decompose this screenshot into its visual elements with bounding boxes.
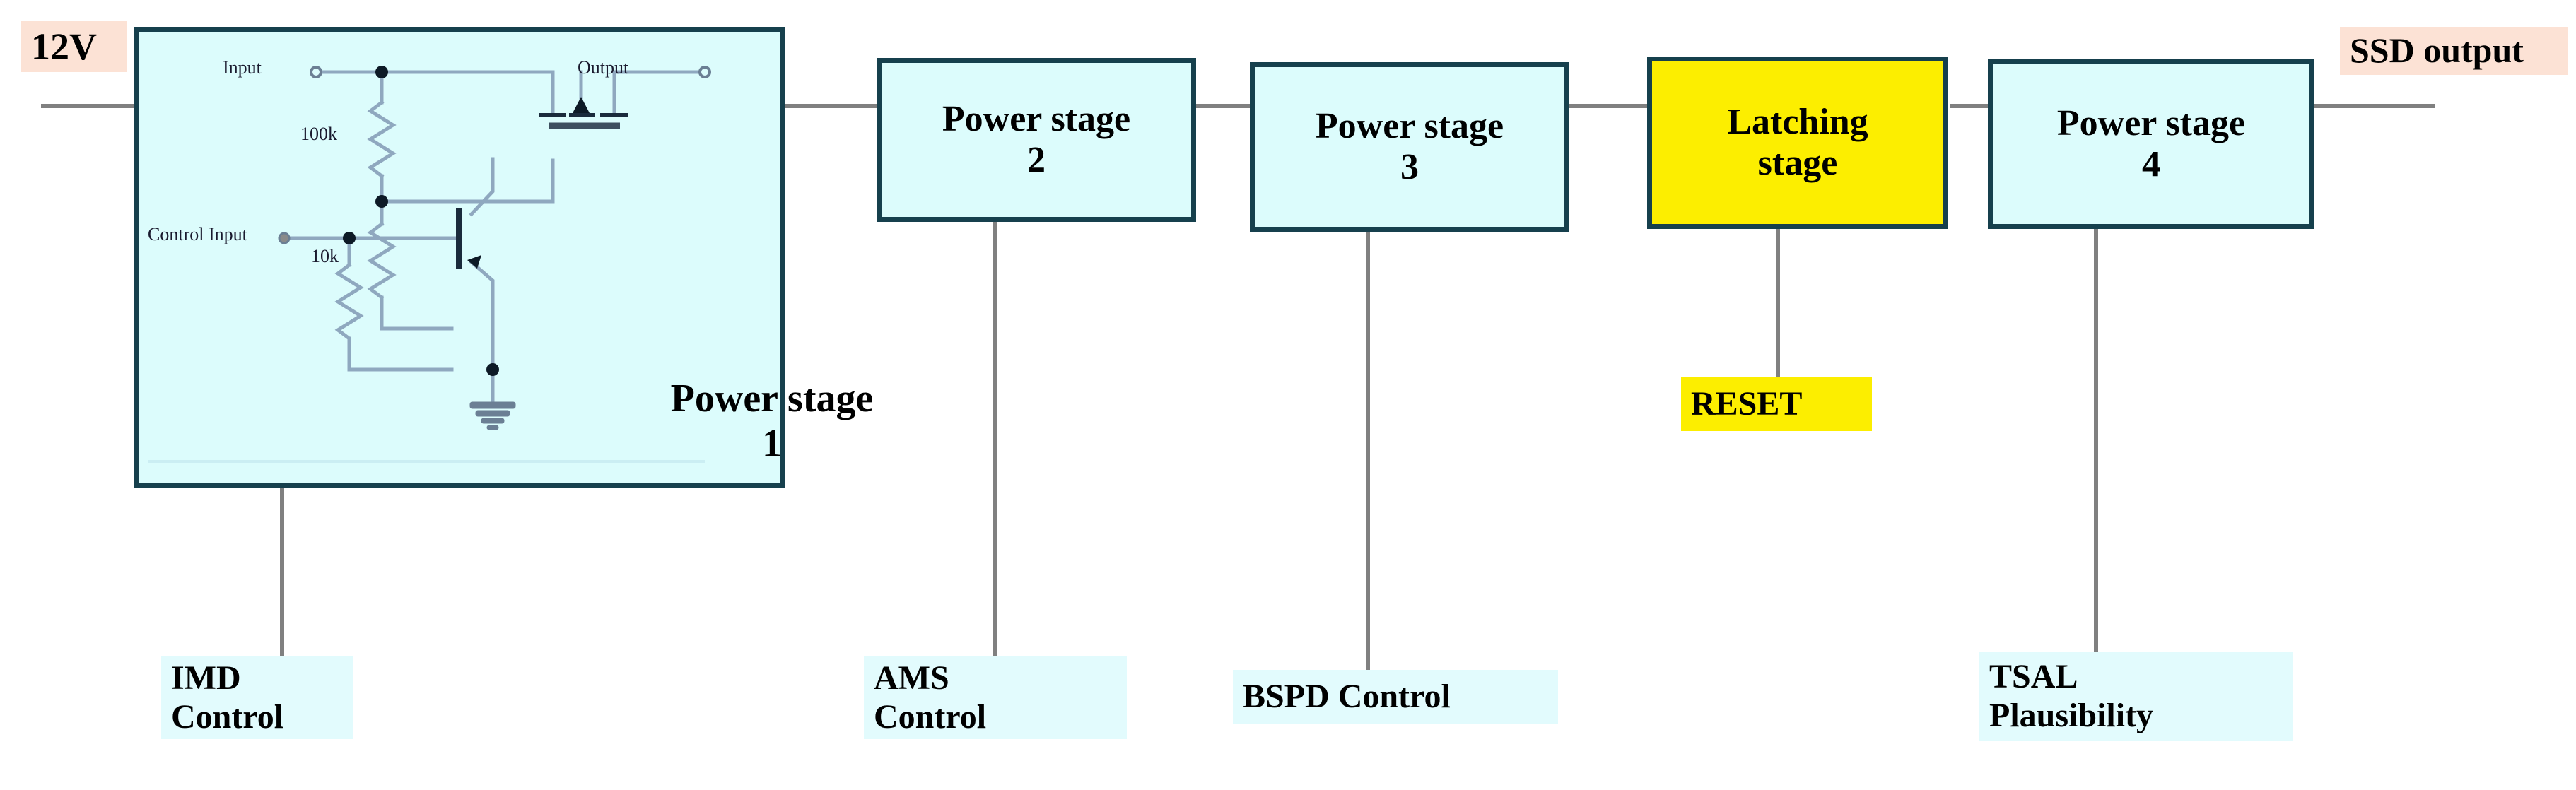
schematic-output-label: Output — [578, 57, 629, 78]
wire-ps2-to-ps3 — [1195, 104, 1253, 108]
ams-control-label: AMS Control — [874, 659, 987, 736]
schematic-resistor-10k-label: 10k — [311, 246, 339, 266]
supply-voltage-tag: 12V — [21, 21, 127, 72]
wire-ps4-to-output — [2314, 104, 2435, 108]
ssd-output-label: SSD output — [2350, 30, 2524, 71]
reset-label: RESET — [1691, 385, 1803, 423]
wire-supply-to-ps1 — [41, 104, 140, 108]
bspd-control-tag: BSPD Control — [1233, 670, 1558, 724]
wire-drop-reset — [1776, 226, 1780, 383]
latching-stage-block[interactable]: Latching stage — [1647, 57, 1948, 229]
power-stage-4-label: Power stage 4 — [2056, 102, 2246, 184]
tsal-plausibility-label: TSAL Plausibility — [1989, 657, 2154, 734]
power-stage-1-block[interactable]: Input Output Control Input 100k 10k Powe… — [134, 27, 873, 488]
ssd-output-tag: SSD output — [2340, 27, 2568, 75]
wire-drop-ams — [993, 218, 997, 657]
imd-control-label: IMD Control — [171, 659, 284, 736]
wire-drop-tsal — [2094, 228, 2098, 652]
power-stage-3-block[interactable]: Power stage 3 — [1250, 62, 1569, 232]
schematic-input-label: Input — [223, 57, 262, 78]
power-stage-2-label: Power stage 2 — [942, 98, 1131, 180]
wire-ps3-to-latching — [1564, 104, 1649, 108]
power-stage-3-label: Power stage 3 — [1315, 105, 1504, 187]
wire-latching-to-ps4 — [1950, 104, 2020, 108]
wire-drop-bspd — [1366, 230, 1370, 671]
latching-stage-label: Latching stage — [1727, 101, 1868, 183]
supply-voltage-label: 12V — [31, 25, 97, 68]
wire-ps1-to-ps2 — [780, 104, 879, 108]
imd-control-tag: IMD Control — [161, 656, 353, 739]
power-stage-1-label: Power stage 1 — [670, 377, 874, 466]
power-stage-1-schematic — [148, 66, 711, 463]
schematic-resistor-100k-label: 100k — [300, 124, 337, 144]
power-stage-2-block[interactable]: Power stage 2 — [877, 58, 1196, 222]
ams-control-tag: AMS Control — [864, 656, 1127, 739]
power-stage-4-block[interactable]: Power stage 4 — [1988, 59, 2314, 229]
bspd-control-label: BSPD Control — [1243, 678, 1451, 716]
reset-tag[interactable]: RESET — [1681, 377, 1872, 431]
schematic-control-input-label: Control Input — [148, 224, 247, 244]
tsal-plausibility-tag: TSAL Plausibility — [1979, 652, 2293, 741]
